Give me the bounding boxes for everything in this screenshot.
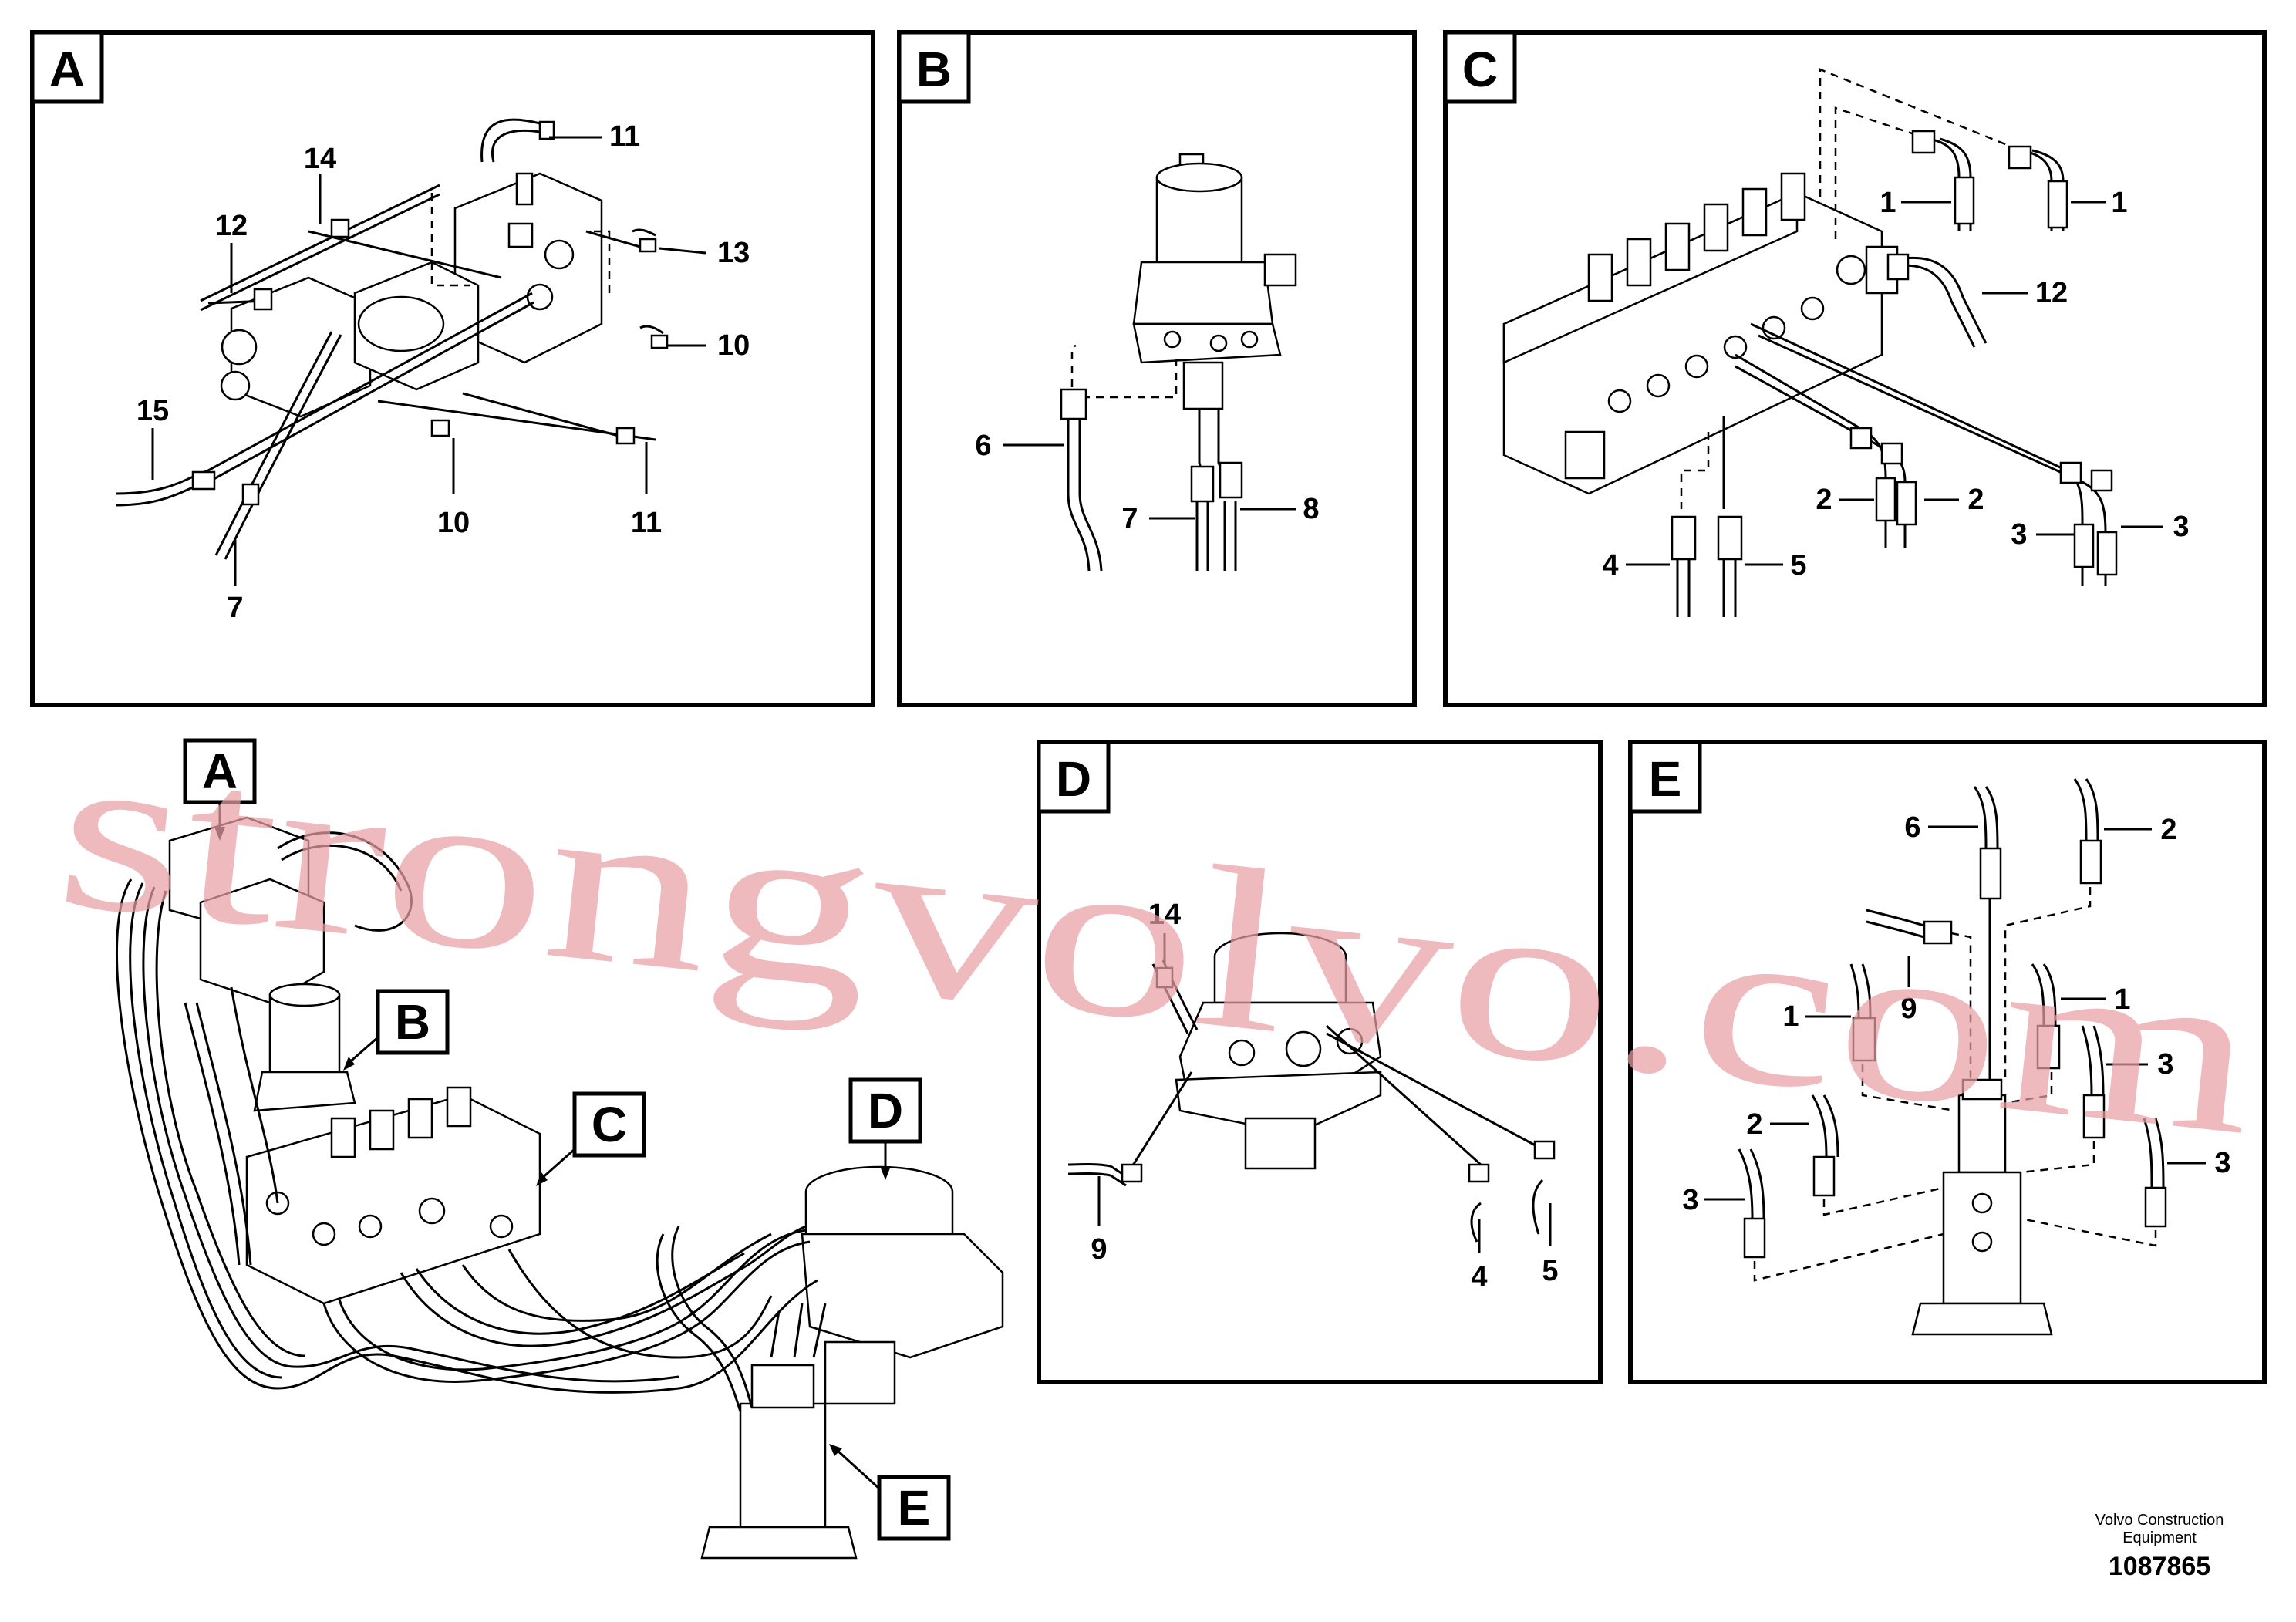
panel-a-label-14: 14 — [304, 143, 336, 175]
panel-d-label-5: 5 — [1542, 1255, 1558, 1287]
panel-c-label-3-left: 3 — [2011, 518, 2027, 551]
panel-e-border — [1628, 740, 2267, 1384]
panel-c-label-1-left: 1 — [1880, 187, 1896, 219]
panel-e-label-3-left: 3 — [1682, 1184, 1698, 1216]
panel-d-tag-box — [1037, 740, 1111, 814]
panel-d-label-4: 4 — [1471, 1261, 1487, 1293]
panel-b: B 6 7 8 — [897, 30, 1417, 707]
panel-a-label-15: 15 — [137, 395, 169, 427]
panel-e-label-1-right: 1 — [2114, 983, 2130, 1016]
overview-tag-c-box — [572, 1091, 646, 1158]
overview-tag-a-box — [183, 738, 257, 804]
panel-a-label-11-bottom: 11 — [631, 507, 662, 539]
panel-d-label-14: 14 — [1148, 899, 1181, 931]
panel-c-tag: C — [1462, 42, 1498, 97]
overview-tag-c: C — [592, 1097, 627, 1152]
panel-b-label-6: 6 — [975, 430, 991, 462]
panel-a-label-12: 12 — [215, 210, 248, 242]
panel-a-label-13: 13 — [717, 237, 750, 269]
panel-d-border — [1037, 740, 1603, 1384]
panel-c-label-12: 12 — [2035, 277, 2068, 309]
panel-a-label-10-right: 10 — [717, 329, 750, 362]
overview-tag-b-box — [376, 989, 450, 1055]
panel-c-label-4: 4 — [1602, 549, 1618, 582]
panel-c-label-2-right: 2 — [1967, 484, 1984, 516]
panel-a-label-7: 7 — [227, 592, 243, 624]
panel-b-tag: B — [916, 42, 952, 97]
panel-a-tag: A — [49, 42, 85, 97]
panel-e-label-1-left: 1 — [1782, 1000, 1799, 1033]
overview-tag-d-box — [848, 1077, 922, 1144]
panel-b-tag-box — [897, 30, 971, 104]
panel-d-label-9: 9 — [1091, 1233, 1107, 1266]
panel-a-tag-box — [30, 30, 104, 104]
panel-e-label-2-mid: 2 — [1746, 1108, 1762, 1141]
overview-tag-e: E — [898, 1480, 931, 1536]
panel-b-label-7: 7 — [1121, 503, 1138, 535]
panel-a-border — [30, 30, 875, 707]
panel-e-label-2-top: 2 — [2160, 814, 2176, 846]
panel-c-label-3-right: 3 — [2173, 511, 2189, 543]
panel-d-tag: D — [1056, 751, 1091, 807]
overview-assembly: A B C D E — [115, 738, 1004, 1560]
panel-b-swivel-component — [1132, 153, 1297, 410]
panel-a-valve-block — [220, 172, 603, 418]
panel-c-control-valve — [1502, 172, 1899, 495]
panel-d: D 14 9 4 5 — [1037, 740, 1603, 1384]
panel-e-label-9: 9 — [1900, 993, 1917, 1025]
footer-company-line2: Equipment — [2122, 1529, 2197, 1546]
panel-c-label-2-left: 2 — [1816, 484, 1832, 516]
panel-a-label-10-bottom: 10 — [437, 507, 470, 539]
panel-e-label-3-upper: 3 — [2157, 1048, 2173, 1081]
panel-c-label-5: 5 — [1790, 549, 1806, 582]
panel-e-label-6: 6 — [1904, 811, 1920, 844]
panel-c-label-1-right: 1 — [2111, 187, 2127, 219]
panel-b-label-8: 8 — [1303, 493, 1319, 525]
panel-c: C — [1443, 30, 2267, 707]
panel-e: E — [1628, 740, 2267, 1384]
overview-tag-a: A — [202, 744, 238, 799]
panel-c-border — [1443, 30, 2267, 707]
footer-drawing-number: 1087865 — [2109, 1552, 2210, 1581]
panel-a-label-11-top: 11 — [609, 120, 640, 153]
panel-e-rotary-joint — [1911, 1078, 2053, 1336]
panel-e-tag-box — [1628, 740, 1702, 814]
panel-e-tag: E — [1649, 751, 1682, 807]
overview-tag-d: D — [868, 1083, 903, 1138]
panel-e-label-3-right: 3 — [2214, 1147, 2230, 1179]
overview-tag-e-box — [877, 1475, 951, 1541]
panel-b-border — [897, 30, 1417, 707]
panel-a: A — [30, 30, 875, 707]
footer-company: Volvo Construction — [2095, 1512, 2224, 1529]
overview-tag-b: B — [395, 994, 430, 1050]
panel-c-tag-box — [1443, 30, 1517, 104]
